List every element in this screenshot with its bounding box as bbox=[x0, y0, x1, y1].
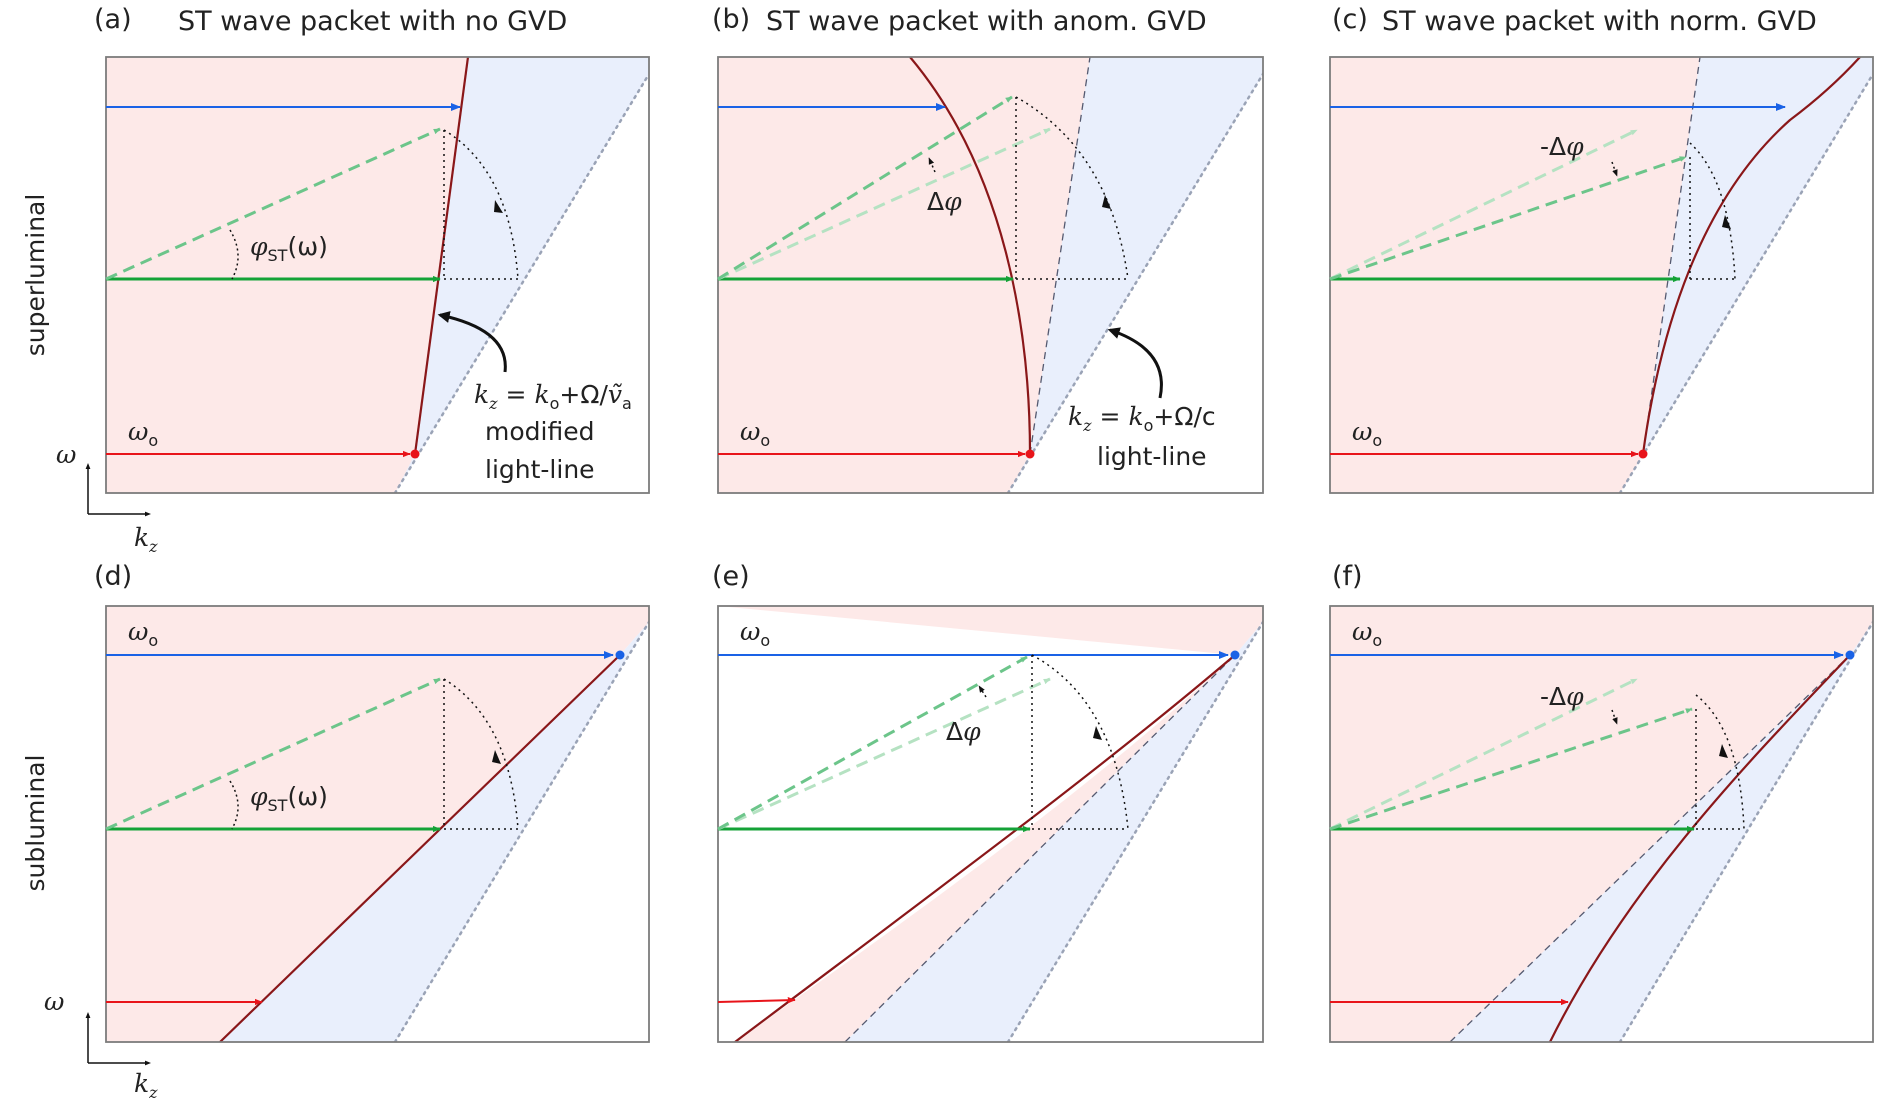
modified-light-line-dashed bbox=[1449, 654, 1851, 1042]
panel-f: (f) -Δφ ωo bbox=[1329, 561, 1874, 1043]
modified-light-line-dashed bbox=[1642, 57, 1701, 455]
omega-o-label: ωo bbox=[740, 417, 770, 450]
kz-axis-label: kz bbox=[134, 1069, 158, 1100]
arc-arrowhead bbox=[1102, 195, 1111, 209]
light-cone-fill bbox=[845, 622, 1263, 1042]
phi-label: φST(ω) bbox=[250, 232, 328, 265]
pale-dashed-arrow bbox=[717, 677, 1051, 831]
arc-arrowhead bbox=[494, 200, 503, 213]
light-line-pointer bbox=[1107, 327, 1163, 399]
subluminal-region-fill bbox=[1330, 606, 1873, 1042]
panel-a-title: ST wave packet with no GVD bbox=[178, 6, 567, 37]
dotted-arc bbox=[1689, 142, 1736, 280]
light-line-label: light-line bbox=[485, 455, 595, 484]
dashed-green-arrow bbox=[717, 95, 1013, 281]
omega-axis-label: ω bbox=[44, 987, 64, 1016]
panel-f-tag: (f) bbox=[1332, 561, 1363, 592]
modified-light-line bbox=[413, 57, 470, 455]
modified-eq-label: kz = ko+Ω/ṽa bbox=[474, 380, 632, 413]
red-dot bbox=[410, 449, 420, 459]
angle-arc bbox=[229, 780, 239, 830]
light-line-eq-label: kz = ko+Ω/c bbox=[1068, 402, 1216, 435]
panel-c-title: ST wave packet with norm. GVD bbox=[1382, 6, 1817, 37]
omega-o-label: ωo bbox=[128, 617, 158, 650]
row-label-superluminal: superluminal bbox=[21, 194, 50, 357]
panel-c: (c) ST wave packet with norm. GVD -Δφ ωo bbox=[1329, 4, 1874, 494]
dotted-arc bbox=[443, 129, 519, 280]
panel-a: (a) ST wave packet with no GVD φST(ω) kz… bbox=[56, 4, 650, 556]
light-cone-fill bbox=[1008, 57, 1263, 493]
panel-d-tag: (d) bbox=[94, 561, 132, 592]
blue-dot bbox=[615, 650, 625, 660]
panel-frame bbox=[105, 56, 650, 494]
panel-frame bbox=[717, 605, 1264, 1043]
dispersion-curve bbox=[1641, 57, 1861, 455]
dotted-arc bbox=[1695, 694, 1745, 830]
panel-e-tag: (e) bbox=[712, 561, 750, 592]
angle-arc bbox=[229, 229, 239, 280]
modified-light-line-dashed bbox=[1029, 57, 1091, 455]
red-dot bbox=[1025, 449, 1035, 459]
modified-light-line bbox=[219, 654, 621, 1042]
dashed-green-arrow bbox=[717, 655, 1028, 831]
blue-dot bbox=[1845, 650, 1855, 660]
dotted-arc bbox=[443, 678, 519, 830]
omega-axis-label: ω bbox=[56, 440, 76, 469]
arc-arrowhead bbox=[1093, 726, 1102, 740]
panel-c-tag: (c) bbox=[1332, 4, 1368, 35]
light-line bbox=[393, 72, 649, 493]
light-line bbox=[1006, 620, 1263, 1042]
panel-b-title: ST wave packet with anom. GVD bbox=[766, 6, 1207, 37]
modified-light-line-pointer bbox=[437, 311, 507, 373]
delta-phi-label: Δφ bbox=[946, 717, 981, 746]
omega-o-label: ωo bbox=[1352, 417, 1382, 450]
row-label-subluminal: subluminal bbox=[21, 755, 50, 892]
panel-b-tag: (b) bbox=[712, 4, 750, 35]
omega-o-label: ωo bbox=[1352, 617, 1382, 650]
light-cone-fill bbox=[1550, 622, 1873, 1042]
omega-o-label: ωo bbox=[128, 417, 158, 450]
light-line bbox=[1618, 620, 1873, 1042]
dashed-green-arrow bbox=[105, 677, 441, 831]
panel-frame bbox=[1329, 56, 1874, 494]
blue-dot bbox=[1230, 650, 1240, 660]
dashed-green-arrow bbox=[1329, 707, 1693, 831]
modified-label: modified bbox=[485, 417, 594, 446]
subluminal-region-fill bbox=[106, 606, 649, 1042]
neg-delta-phi-label: -Δφ bbox=[1540, 132, 1584, 161]
pale-dashed-arrow bbox=[717, 127, 1051, 281]
panel-e: (e) Δφ ωo bbox=[712, 561, 1264, 1043]
dashed-green-arrow bbox=[1329, 155, 1687, 281]
panel-frame bbox=[1329, 605, 1874, 1043]
subluminal-region-fill bbox=[718, 606, 1263, 655]
kz-axis-label: kz bbox=[134, 523, 158, 556]
omega-o-label: ωo bbox=[740, 617, 770, 650]
neg-delta-phi-label: -Δφ bbox=[1540, 682, 1584, 711]
light-line bbox=[393, 620, 649, 1042]
panel-a-tag: (a) bbox=[94, 4, 132, 35]
arc-arrowhead bbox=[492, 750, 501, 764]
arc-arrowhead bbox=[1722, 215, 1731, 229]
light-line-label: light-line bbox=[1097, 442, 1207, 471]
red-dot bbox=[1638, 449, 1648, 459]
light-cone-fill bbox=[220, 622, 649, 1042]
delta-phi-marker bbox=[978, 685, 987, 698]
dashed-green-arrow bbox=[105, 127, 441, 281]
panel-b: (b) ST wave packet with anom. GVD Δφ kz … bbox=[712, 4, 1264, 494]
phi-label: φST(ω) bbox=[250, 782, 328, 815]
light-cone-fill bbox=[395, 57, 649, 493]
light-line bbox=[1006, 72, 1263, 493]
light-cone-fill bbox=[1620, 57, 1873, 493]
panel-frame bbox=[717, 56, 1264, 494]
dispersion-curve bbox=[734, 654, 1236, 1042]
panel-frame bbox=[105, 605, 650, 1043]
red-arrow bbox=[717, 996, 796, 1004]
modified-light-line-dashed bbox=[844, 654, 1236, 1042]
delta-phi-label: Δφ bbox=[927, 187, 962, 216]
light-line bbox=[1618, 72, 1873, 493]
panel-d: (d) φST(ω) ωo ω kz bbox=[44, 561, 650, 1100]
arc-arrowhead bbox=[1719, 744, 1728, 758]
